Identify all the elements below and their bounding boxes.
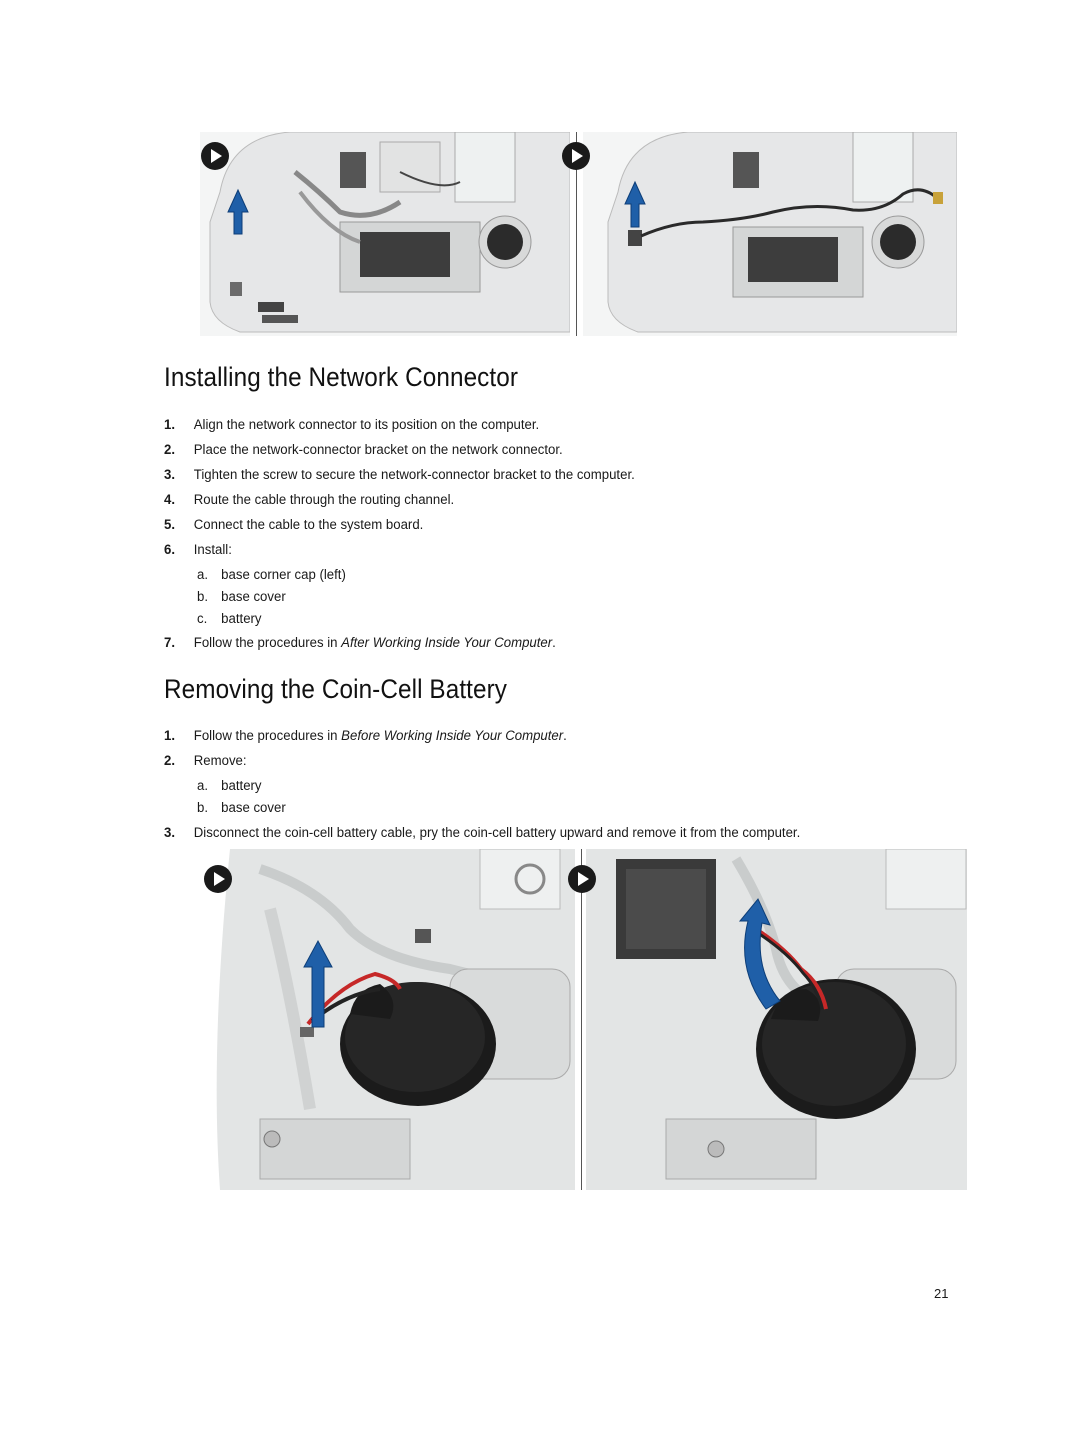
page-number: 21 [934, 1286, 949, 1301]
step-text: Disconnect the coin-cell battery cable, … [193, 825, 801, 841]
step-text-tail: . [552, 635, 556, 651]
step: 4. Route the cable through the routing ch… [164, 491, 454, 509]
step-number: 3. [164, 467, 176, 483]
step-text: Follow the procedures in [193, 635, 342, 651]
step-text: Tighten the screw to secure the network-… [193, 467, 635, 483]
step-text: Route the cable through the routing chan… [193, 492, 455, 508]
sub-item-letter: b. [197, 589, 209, 605]
sub-item-letter: a. [197, 778, 209, 794]
step-text: Align the network connector to its posit… [193, 417, 540, 433]
step: 6. Install: [164, 541, 232, 559]
step-text: Install: [193, 542, 232, 558]
sub-item-text: base cover [221, 589, 286, 605]
sub-item-letter: b. [197, 800, 209, 816]
step-number: 1. [164, 417, 176, 433]
sub-item-text: battery [221, 611, 262, 627]
sub-item: b. base cover [197, 588, 286, 606]
step-number: 5. [164, 517, 176, 533]
sub-item: a. base corner cap (left) [197, 566, 346, 584]
network-connector-photo-right [583, 132, 957, 336]
play-icon [562, 142, 590, 170]
section-title-installing-network-connector: Installing the Network Connector [164, 362, 519, 392]
play-icon [201, 142, 229, 170]
figure-divider [576, 132, 577, 336]
step: 1. Align the network connector to its pos… [164, 416, 539, 434]
step: 2. Place the network-connector bracket on… [164, 441, 563, 459]
sub-item-text: base corner cap (left) [221, 567, 346, 583]
step: 5. Connect the cable to the system board. [164, 516, 423, 534]
step: 3. Disconnect the coin-cell battery cable… [164, 824, 800, 842]
step: 2. Remove: [164, 752, 247, 770]
coin-cell-photo-right [586, 849, 967, 1190]
cross-reference-link[interactable]: Before Working Inside Your Computer [341, 728, 564, 744]
step: 7. Follow the procedures in After Working… [164, 634, 556, 652]
step-number: 2. [164, 753, 176, 769]
sub-item: a. battery [197, 777, 262, 795]
sub-item: c. battery [197, 610, 262, 628]
sub-item: b. base cover [197, 799, 286, 817]
step: 1. Follow the procedures in Before Workin… [164, 727, 567, 745]
network-connector-photo-left [200, 132, 570, 336]
step-text: Remove: [193, 753, 247, 769]
play-icon [568, 865, 596, 893]
section-title-removing-coin-cell-battery: Removing the Coin-Cell Battery [164, 674, 508, 704]
play-icon [204, 865, 232, 893]
step-number: 6. [164, 542, 176, 558]
step-number: 7. [164, 635, 176, 651]
sub-item-letter: c. [197, 611, 208, 627]
step-text: Follow the procedures in [193, 728, 342, 744]
coin-cell-photo-left [200, 849, 575, 1190]
sub-item-text: battery [221, 778, 262, 794]
step-number: 3. [164, 825, 176, 841]
step-number: 4. [164, 492, 176, 508]
step: 3. Tighten the screw to secure the networ… [164, 466, 635, 484]
step-number: 2. [164, 442, 176, 458]
sub-item-text: base cover [221, 800, 286, 816]
cross-reference-link[interactable]: After Working Inside Your Computer [341, 635, 553, 651]
step-text: Place the network-connector bracket on t… [193, 442, 563, 458]
sub-item-letter: a. [197, 567, 209, 583]
step-text-tail: . [563, 728, 567, 744]
step-text: Connect the cable to the system board. [193, 517, 424, 533]
step-number: 1. [164, 728, 176, 744]
figure-divider [581, 849, 582, 1190]
